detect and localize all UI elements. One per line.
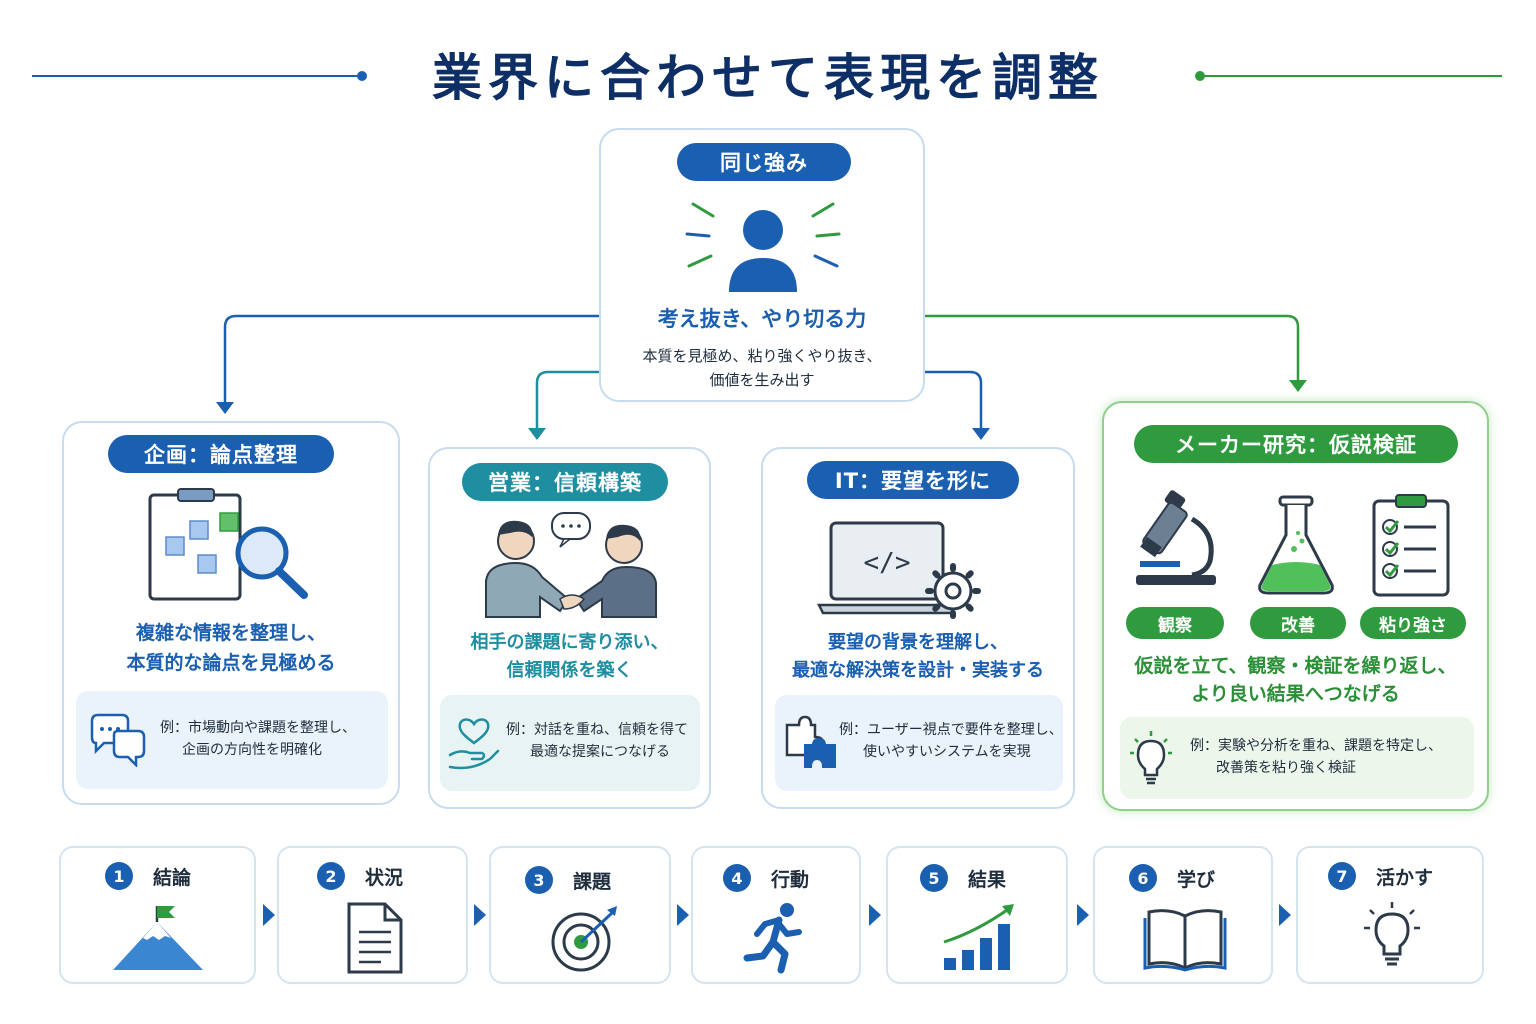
title-rule-dot-left (357, 71, 367, 81)
card-sales-example-line1: 例：対話を重ね、信頼を得て (506, 722, 688, 738)
step-number: 5 (920, 864, 948, 892)
checklist-icon (1372, 494, 1450, 597)
card-it-example-line1: 例：ユーザー視点で要件を整理し、 (839, 722, 1063, 738)
step-apply: 7 活かす (1296, 846, 1484, 984)
microscope-icon (1136, 490, 1216, 585)
sub-pill-observation: 観察 (1126, 607, 1224, 639)
card-planning-example-line1: 例：市場動向や課題を整理し、 (160, 720, 356, 736)
step-number: 2 (317, 862, 345, 890)
step-number: 4 (723, 864, 751, 892)
step-number: 7 (1328, 862, 1356, 890)
card-it-pill: IT：要望を形に (807, 461, 1019, 499)
card-it-example: 例：ユーザー視点で要件を整理し、 使いやすいシステムを実現 (775, 695, 1063, 791)
svg-text:</>: </> (864, 548, 911, 578)
step-arrow (869, 904, 881, 926)
card-planning: 企画：論点整理 複雑な情報を整理し、 本質的な論点を見極める 例：市場動向や課題… (62, 421, 400, 805)
card-it-heading-line1: 要望の背景を理解し、 (828, 632, 1008, 653)
page-title: 業界に合わせて表現を調整 (432, 49, 1104, 107)
card-sales-pill: 営業：信頼構築 (462, 463, 668, 501)
step-issue: 3 課題 (489, 846, 671, 984)
center-heading: 考え抜き、やり切る力 (657, 307, 867, 331)
card-research-heading-line2: より良い結果へつなげる (1191, 683, 1400, 705)
running-person-icon (743, 903, 802, 974)
puzzle-icon (785, 715, 836, 768)
card-planning-heading-line1: 複雑な情報を整理し、 (135, 622, 326, 644)
step-conclusion: 1 結論 (59, 846, 256, 984)
step-label: 活かす (1376, 867, 1434, 889)
card-planning-example: 例：市場動向や課題を整理し、 企画の方向性を明確化 (76, 691, 388, 789)
title-rule-dot-right (1195, 71, 1205, 81)
laptop-code-icon: </> (816, 521, 981, 619)
card-sales-heading-line2: 信頼関係を築く (506, 660, 633, 681)
card-it-example-line2: 使いやすいシステムを実現 (863, 744, 1031, 760)
card-sales-example: 例：対話を重ね、信頼を得て 最適な提案につなげる (440, 695, 700, 791)
card-it: IT：要望を形に </> 要望の背景を理解し、 最適な解決策を設計・実装する 例… (761, 447, 1075, 809)
open-book-icon (1143, 909, 1227, 972)
step-arrow (1077, 904, 1089, 926)
sub-pill-persistence: 粘り強さ (1360, 607, 1466, 639)
person-icon (685, 202, 841, 292)
step-label: 状況 (365, 867, 404, 889)
step-arrow (1279, 904, 1291, 926)
step-situation: 2 状況 (277, 846, 468, 984)
card-sales-heading-line1: 相手の課題に寄り添い、 (470, 632, 669, 653)
clipboard-magnifier-icon (148, 488, 308, 601)
sub-pill-improvement: 改善 (1250, 607, 1346, 639)
step-arrow (263, 904, 275, 926)
flask-icon (1258, 495, 1334, 595)
step-label: 結果 (968, 869, 1007, 891)
card-research-heading-line1: 仮説を立て、観察・検証を繰り返し、 (1134, 655, 1457, 677)
growth-chart-icon (943, 904, 1014, 970)
card-research-example: 例：実験や分析を重ね、課題を特定し、 改善策を粘り強く検証 (1120, 717, 1474, 799)
step-label: 行動 (771, 869, 810, 891)
card-it-heading-line2: 最適な解決策を設計・実装する (792, 660, 1044, 681)
step-result: 5 結果 (886, 846, 1068, 984)
target-icon (551, 906, 617, 972)
title-rule-left (32, 75, 362, 77)
step-label: 学び (1177, 869, 1216, 891)
step-number: 3 (525, 866, 553, 894)
lightbulb-idea-icon (1130, 731, 1172, 785)
lightbulb-icon (1364, 902, 1420, 966)
center-card: 同じ強み 考え抜き、やり切る力 本質を見極め、粘り強くやり抜き、 価値を生み出す (599, 128, 925, 402)
card-sales-example-line2: 最適な提案につなげる (530, 744, 670, 760)
step-learning: 6 学び (1093, 846, 1273, 984)
center-pill: 同じ強み (677, 143, 851, 181)
card-research-example-line1: 例：実験や分析を重ね、課題を特定し、 (1190, 738, 1442, 754)
center-desc-line2: 価値を生み出す (709, 371, 815, 389)
handshake-icon (485, 512, 657, 618)
card-research-example-line2: 改善策を粘り強く検証 (1216, 760, 1356, 776)
card-manufacturer-research: メーカー研究：仮説検証 観察 改善 粘り強さ 仮説を立て、観察・検証を繰り返し、… (1102, 401, 1489, 811)
step-action: 4 行動 (691, 846, 861, 984)
card-planning-example-line2: 企画の方向性を明確化 (182, 742, 322, 758)
connector-lines (216, 314, 1307, 440)
step-label: 課題 (573, 871, 612, 893)
mountain-flag-icon (113, 906, 203, 970)
speech-bubbles-icon (90, 713, 146, 767)
center-desc-line1: 本質を見極め、粘り強くやり抜き、 (642, 347, 882, 365)
card-sales: 営業：信頼構築 相手の課題に寄り添い、 信頼関係を築く 例：対話を重ね、信頼を得… (428, 447, 711, 809)
step-number: 1 (105, 862, 133, 890)
step-label: 結論 (153, 867, 192, 889)
card-research-pill: メーカー研究：仮説検証 (1134, 425, 1458, 463)
title-rule-right (1200, 75, 1502, 77)
step-arrow (474, 904, 486, 926)
heart-hand-icon (448, 718, 500, 770)
step-arrow (677, 904, 689, 926)
step-number: 6 (1129, 864, 1157, 892)
document-icon (347, 902, 403, 974)
card-planning-heading-line2: 本質的な論点を見極める (126, 652, 336, 674)
card-planning-pill: 企画：論点整理 (108, 435, 334, 473)
